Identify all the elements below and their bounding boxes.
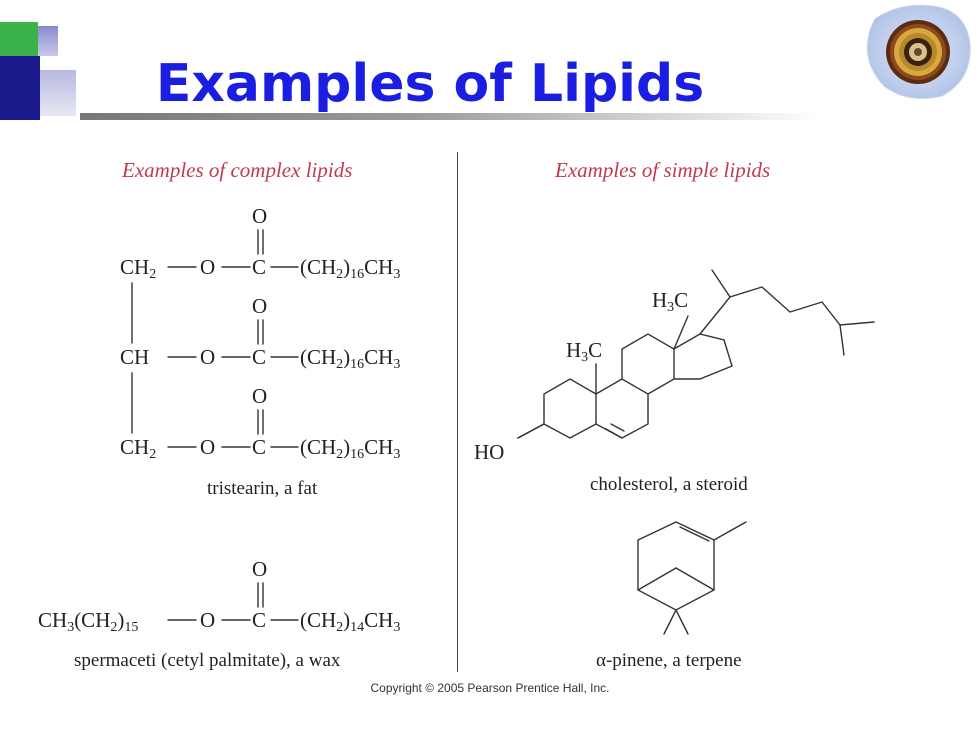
simple-lipids-header: Examples of simple lipids [555, 158, 771, 182]
cholesterol-caption: cholesterol, a steroid [590, 474, 748, 495]
tristearin-row-1-oxygen: O [200, 255, 216, 279]
tristearin-carbonyl-o-2: O [252, 294, 268, 318]
tristearin-row-1-chain: (CH2)16CH3 [300, 255, 401, 282]
tristearin-row-1-carbon: C [252, 255, 267, 279]
tristearin-carbonyl-o-3: O [252, 384, 268, 408]
tristearin-row-3-ch2: CH2 [120, 435, 157, 462]
title-underline [80, 113, 820, 120]
complex-lipids-header: Examples of complex lipids [122, 158, 353, 182]
spermaceti-right-chain: (CH2)14CH3 [300, 608, 401, 635]
cholesterol-methyl-lower: H3C [566, 338, 603, 365]
spermaceti-caption: spermaceti (cetyl palmitate), a wax [74, 650, 341, 671]
column-divider [457, 152, 458, 672]
spermaceti-left-group: CH3(CH2)15 [38, 608, 139, 635]
pinene-caption: α-pinene, a terpene [596, 650, 742, 671]
spermaceti-oxygen: O [200, 608, 216, 632]
tristearin-row-3-chain: (CH2)16CH3 [300, 435, 401, 462]
tristearin-row-2-ch: CH [120, 345, 150, 369]
slide-title: Examples of Lipids [155, 54, 705, 114]
corner-square-green [0, 22, 38, 56]
tristearin-row-2-oxygen: O [200, 345, 216, 369]
tristearin-row-1-ch2: CH2 [120, 255, 157, 282]
tristearin-row-2-chain: (CH2)16CH3 [300, 345, 401, 372]
corner-square-dark [0, 56, 40, 120]
tristearin-row-3-carbon: C [252, 435, 267, 459]
cholesterol-hydroxyl: HO [474, 440, 505, 464]
cholesterol-methyl-upper: H3C [652, 288, 689, 315]
tristearin-row-2-carbon: C [252, 345, 267, 369]
tristearin-row-3-oxygen: O [200, 435, 216, 459]
tristearin-caption: tristearin, a fat [207, 478, 318, 499]
tristearin-carbonyl-o-1: O [252, 204, 268, 228]
corner-square-light [40, 70, 76, 116]
copyright-notice: Copyright © 2005 Pearson Prentice Hall, … [370, 681, 610, 695]
spermaceti-carbon: C [252, 608, 267, 632]
corner-square-gradient [38, 26, 58, 56]
spermaceti-carbonyl-o: O [252, 557, 268, 581]
mitochondria-emblem-icon [866, 4, 971, 99]
